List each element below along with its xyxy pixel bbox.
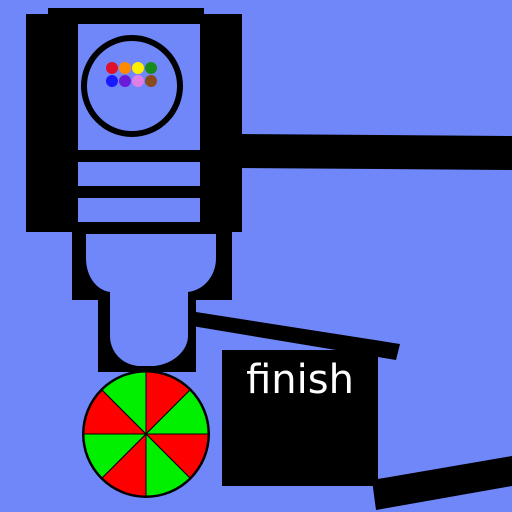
ball (132, 75, 144, 87)
dispenser-slot-upper (78, 162, 200, 186)
ball (119, 62, 131, 74)
dispenser-cap (48, 8, 204, 28)
spinner-wheel[interactable] (82, 370, 210, 498)
finish-box (222, 350, 378, 486)
funnel-tube (86, 234, 216, 366)
upper-ramp (192, 312, 400, 360)
lower-ramp (372, 456, 512, 510)
dispenser-slot-lower (78, 198, 200, 222)
dispenser-arm (238, 134, 512, 170)
ball (106, 75, 118, 87)
spinner-wedge (101, 371, 147, 436)
ball-dispenser (26, 8, 242, 232)
ball (106, 62, 118, 74)
dispenser-ring (81, 35, 183, 137)
funnel (72, 230, 232, 372)
ball (145, 62, 157, 74)
ball (132, 62, 144, 74)
ball (145, 75, 157, 87)
ball (119, 75, 131, 87)
ball-cluster (106, 62, 157, 87)
